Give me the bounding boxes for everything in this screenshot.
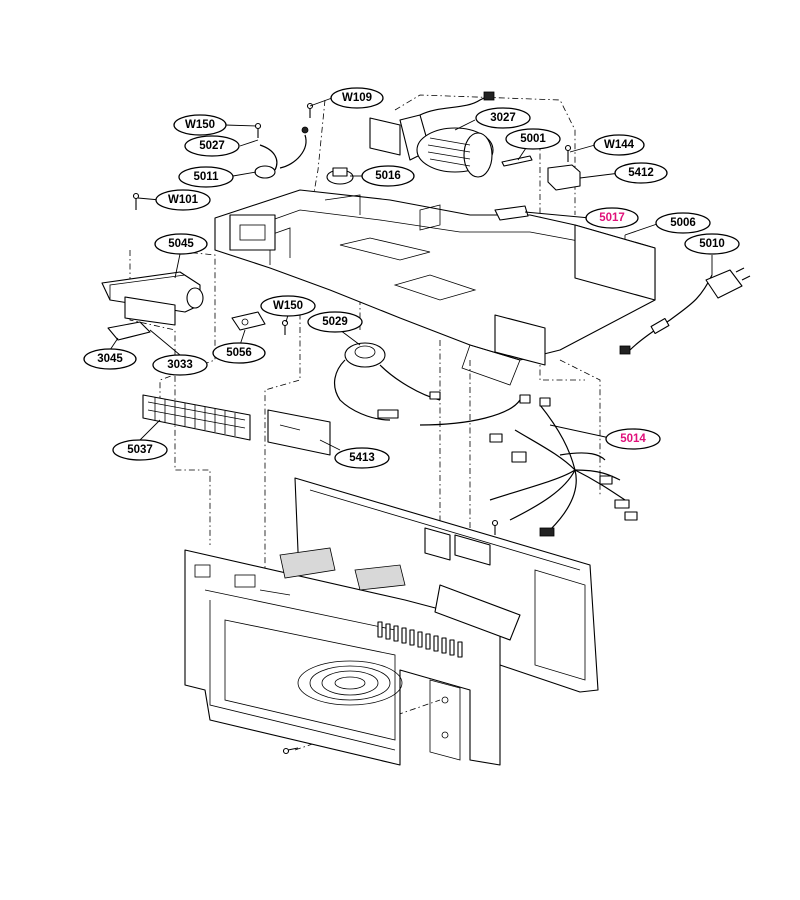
turntable-motor-5029 — [333, 342, 441, 421]
callout-5029-text: 5029 — [322, 316, 348, 328]
fan-motor-3027 — [369, 91, 495, 178]
callout-3033: 3033 — [152, 354, 208, 376]
small-top-parts — [132, 102, 581, 335]
callout-3045: 3045 — [83, 348, 137, 370]
callout-5045: 5045 — [154, 233, 208, 255]
callout-3045-text: 3045 — [97, 353, 123, 365]
callout-W144: W144 — [593, 134, 645, 156]
callout-5412: 5412 — [614, 162, 668, 184]
callout-5413-text: 5413 — [349, 452, 375, 464]
callout-5017: 5017 — [585, 207, 639, 229]
callout-3027-text: 3027 — [490, 112, 516, 124]
callout-W150-mid-text: W150 — [273, 300, 303, 312]
grille-slots — [154, 397, 236, 436]
callout-5006: 5006 — [655, 212, 711, 234]
left-parts — [101, 271, 266, 341]
callout-W101-text: W101 — [168, 194, 199, 206]
grille-5037 — [142, 394, 251, 441]
callout-W109-text: W109 — [342, 92, 372, 104]
callout-W150-top-text: W150 — [185, 119, 215, 131]
callout-3033-text: 3033 — [167, 359, 193, 371]
callout-5011: 5011 — [178, 166, 234, 188]
callout-5016-text: 5016 — [375, 170, 401, 182]
callout-W101: W101 — [155, 189, 211, 211]
callout-5413: 5413 — [334, 447, 390, 469]
callout-5056: 5056 — [212, 342, 266, 364]
callout-5010-text: 5010 — [699, 238, 725, 250]
callout-5045-text: 5045 — [168, 238, 194, 250]
callout-5027-text: 5027 — [199, 140, 225, 152]
callout-W150-top: W150 — [173, 114, 227, 136]
callout-W109: W109 — [330, 87, 384, 109]
callout-5010: 5010 — [684, 233, 740, 255]
callout-5412-text: 5412 — [628, 167, 654, 179]
power-cord-5010 — [619, 267, 751, 355]
leader-lines — [109, 97, 713, 451]
window-5413 — [267, 409, 331, 456]
callout-5037: 5037 — [112, 439, 168, 461]
wire-harness-5014 — [419, 394, 638, 537]
callout-5006-text: 5006 — [670, 217, 696, 229]
callouts: W109 W150 5027 3027 5001 W144 5011 5016 — [83, 87, 740, 469]
callout-W150-mid: W150 — [260, 295, 316, 317]
callout-5014-text: 5014 — [620, 433, 646, 445]
base-plate-5006 — [214, 189, 656, 386]
callout-5001-text: 5001 — [520, 133, 546, 145]
callout-5014: 5014 — [605, 428, 661, 450]
vent-slots — [377, 621, 463, 658]
callout-5056-text: 5056 — [226, 347, 252, 359]
callout-W144-text: W144 — [604, 139, 635, 151]
callout-5016: 5016 — [361, 165, 415, 187]
callout-5029: 5029 — [307, 311, 363, 333]
oven-cavity-frame — [184, 477, 599, 766]
callout-5037-text: 5037 — [127, 444, 153, 456]
callout-5001: 5001 — [505, 128, 561, 150]
callout-5017-text: 5017 — [599, 212, 625, 224]
callout-3027: 3027 — [475, 107, 531, 129]
callout-5027: 5027 — [184, 135, 240, 157]
callout-5011-text: 5011 — [194, 171, 220, 183]
